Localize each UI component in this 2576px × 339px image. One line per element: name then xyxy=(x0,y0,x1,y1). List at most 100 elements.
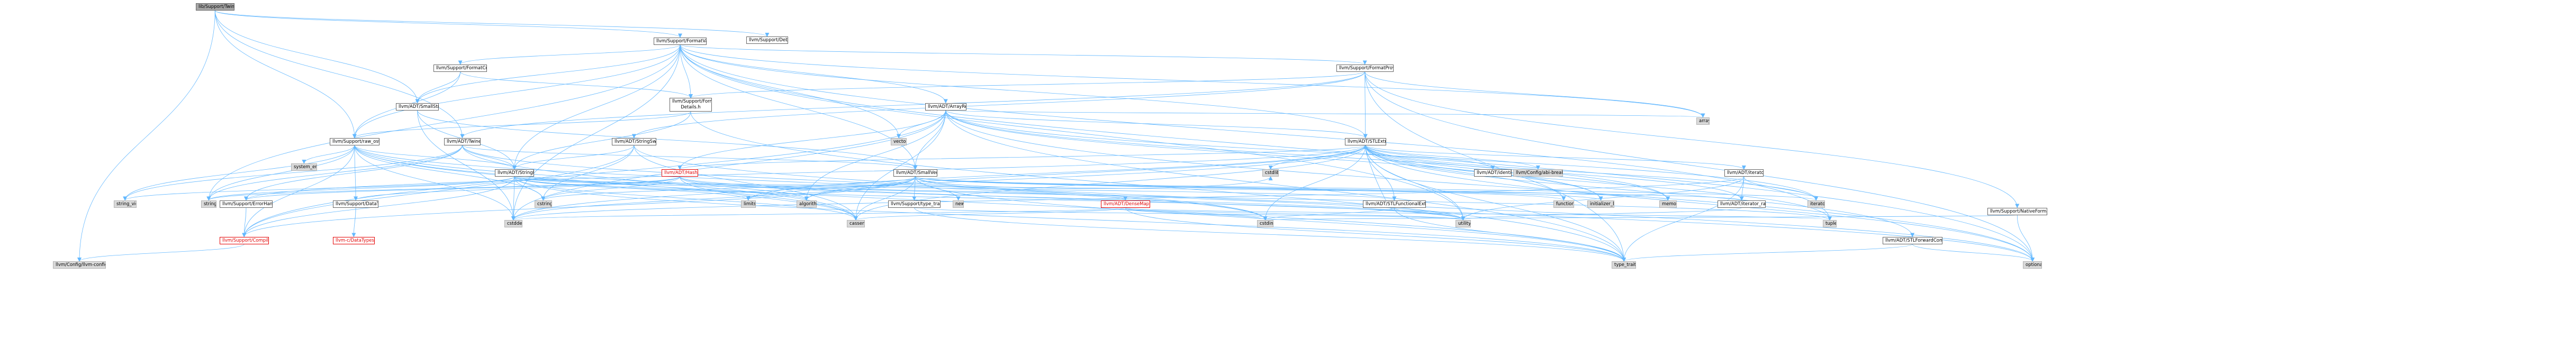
edge-fmtvariadic-to-stringref xyxy=(512,44,681,170)
edge-arrayref-to-type_traits xyxy=(945,110,1626,262)
node-system-error[interactable]: system_error xyxy=(291,163,317,171)
edge-rawostream-to-cstddef xyxy=(354,145,516,221)
node-new[interactable]: new xyxy=(953,200,964,208)
node-identity-h[interactable]: llvm/ADT/identity.h xyxy=(1474,169,1512,177)
node-string-ref-h[interactable]: llvm/ADT/StringRef.h xyxy=(495,169,534,177)
edge-adtiterator-to-utility xyxy=(1461,176,1745,221)
node-iterator-range-h[interactable]: llvm/ADT/iterator_range.h xyxy=(1718,200,1766,208)
node-data-types-h[interactable]: llvm/Support/DataTypes.h xyxy=(333,200,379,208)
node-limits[interactable]: limits xyxy=(741,200,756,208)
node-format-providers-h[interactable]: llvm/Support/FormatProviders.h xyxy=(1336,64,1394,72)
edge-nativeformatting-to-optional xyxy=(2017,215,2035,262)
edge-densemapinfo-to-type_traits xyxy=(1125,207,1626,262)
node-string-view[interactable]: string_view xyxy=(114,200,137,208)
edge-stlextras-to-cassert xyxy=(853,145,1366,221)
edge-twine-to-smallvector xyxy=(462,145,917,170)
node-cstdlib[interactable]: cstdlib xyxy=(1262,169,1279,177)
edge-fmtcommon-to-smallstring xyxy=(415,71,461,104)
node-cstddef[interactable]: cstddef xyxy=(504,220,522,227)
node-functional[interactable]: functional xyxy=(1553,200,1574,208)
node-string[interactable]: string xyxy=(201,200,216,208)
node-stl-functional-extras-h[interactable]: llvm/ADT/STLFunctionalExtras.h xyxy=(1363,200,1426,208)
edge-fmtvariadic-to-stlextras xyxy=(680,44,1368,139)
edge-datatypes-to-cdatatypes xyxy=(351,207,356,237)
edge-root-to-twine xyxy=(214,10,465,139)
node-support-type-traits-h[interactable]: llvm/Support/type_traits.h xyxy=(888,200,941,208)
edge-fmtvariadic-to-vector xyxy=(680,44,901,139)
edge-stringref-to-type_traits xyxy=(514,176,1626,262)
edge-fmtvardetails-to-stringref xyxy=(512,111,691,170)
edge-stlextras-to-stlforward xyxy=(1365,145,1915,237)
node-debug-h[interactable]: llvm/Support/Debug.h xyxy=(746,36,788,44)
node-utility[interactable]: utility xyxy=(1456,220,1471,227)
node-string-switch-h[interactable]: llvm/ADT/StringSwitch.h xyxy=(612,138,656,145)
edge-stlforward-to-type_traits xyxy=(1622,244,1913,262)
edge-rawostream-to-systemerror xyxy=(302,145,355,164)
edge-stlextras-to-identity xyxy=(1365,145,1495,170)
node-twine-h[interactable]: llvm/ADT/Twine.h xyxy=(444,138,481,145)
edge-rawostream-to-stringref xyxy=(354,145,517,170)
edge-adtiterator-to-cstddef xyxy=(511,176,1745,221)
edge-arrayref-to-vector xyxy=(897,110,946,139)
edge-fmtvariadic-to-rawostream xyxy=(352,44,681,139)
node-iterator[interactable]: iterator xyxy=(1807,200,1825,208)
edge-stlfunctional-to-cstdint xyxy=(1263,207,1395,221)
edge-arrayref-to-compiler xyxy=(242,110,946,237)
edge-arrayref-to-initlist xyxy=(945,110,1603,201)
node-raw-ostream-h[interactable]: llvm/Support/raw_ostream.h xyxy=(330,138,379,145)
edge-adtiterator-to-type_traits xyxy=(1622,176,1745,262)
edge-fmtproviders-to-stringswitch xyxy=(632,71,1366,139)
edge-stringswitch-to-cstring xyxy=(541,145,635,201)
node-llvm-c-data-types-h[interactable]: llvm-c/DataTypes.h xyxy=(333,236,375,244)
edge-typetraits_h-to-utility xyxy=(914,207,1465,221)
edge-hashing-to-algorithm xyxy=(679,176,809,201)
edge-rawostream-to-stringview xyxy=(123,145,355,201)
node-error-handling-h[interactable]: llvm/Support/ErrorHandling.h xyxy=(220,200,273,208)
edge-stlextras-to-functional xyxy=(1365,145,1566,201)
node-format-variadic-h[interactable]: llvm/Support/FormatVariadic.h xyxy=(654,37,707,45)
node-lib-support-twine-cpp[interactable]: lib/Support/Twine.cpp xyxy=(196,3,234,11)
node-stl-forward-compat-h[interactable]: llvm/ADT/STLForwardCompat.h xyxy=(1883,236,1942,244)
node-compiler-h[interactable]: llvm/Support/Compiler.h xyxy=(220,236,269,244)
node-format-common-h[interactable]: llvm/Support/FormatCommon.h xyxy=(433,64,487,72)
edge-root-to-llvmconfig xyxy=(77,10,215,262)
node-type-traits[interactable]: type_traits xyxy=(1612,261,1637,269)
node-algorithm[interactable]: algorithm xyxy=(797,200,817,208)
edge-hashing-to-utility xyxy=(679,176,1466,221)
edge-arrayref-to-cstddef xyxy=(511,110,946,221)
node-dense-map-info-h[interactable]: llvm/ADT/DenseMapInfo.h xyxy=(1101,200,1150,208)
edge-stringswitch-to-cassert xyxy=(634,145,858,221)
node-small-string-h[interactable]: llvm/ADT/SmallString.h xyxy=(396,103,439,111)
node-array-ref-h[interactable]: llvm/ADT/ArrayRef.h xyxy=(925,103,966,111)
node-cassert[interactable]: cassert xyxy=(847,220,865,227)
node-abi-breaking-h[interactable]: llvm/Config/abi-breaking.h xyxy=(1513,169,1563,177)
edge-fmtcommon-to-fmtvardetails xyxy=(460,71,693,98)
node-array[interactable]: array xyxy=(1696,117,1710,125)
node-small-vector-h[interactable]: llvm/ADT/SmallVector.h xyxy=(893,169,937,177)
node-stl-extras-h[interactable]: llvm/ADT/STLExtras.h xyxy=(1345,138,1386,145)
node-cstdint[interactable]: cstdint xyxy=(1257,220,1274,227)
edge-stringref-to-stringview xyxy=(123,176,515,201)
edge-arrayref-to-cassert xyxy=(853,110,946,221)
edge-smallvector-to-type_traits xyxy=(915,176,1626,262)
node-initializer-list[interactable]: initializer_list xyxy=(1587,200,1615,208)
node-llvm-config-h[interactable]: llvm/Config/llvm-config.h xyxy=(53,261,106,269)
node-memory[interactable]: memory xyxy=(1659,200,1677,208)
node-tuple[interactable]: tuple xyxy=(1823,220,1837,227)
node-vector[interactable]: vector xyxy=(891,138,907,145)
node-optional[interactable]: optional xyxy=(2023,261,2042,269)
edge-smallvector-to-typetraits_h xyxy=(912,176,917,201)
node-hashing-h[interactable]: llvm/ADT/Hashing.h xyxy=(662,169,698,177)
edge-hashing-to-datatypes xyxy=(354,176,680,201)
node-format-variadic-details-h[interactable]: llvm/Support/FormatVariadic Details.h xyxy=(670,98,712,112)
edge-fmtvariadic-to-arrayref xyxy=(680,44,948,104)
edge-hashing-to-cassert xyxy=(679,176,858,221)
node-cstring[interactable]: cstring xyxy=(535,200,552,208)
edge-arrayref-to-array xyxy=(945,110,1704,118)
node-adt-iterator-h[interactable]: llvm/ADT/iterator.h xyxy=(1724,169,1764,177)
edge-stlextras-to-utility xyxy=(1365,145,1466,221)
node-native-formatting-h[interactable]: llvm/Support/NativeFormatting.h xyxy=(1987,207,2047,215)
edge-compiler-to-llvmconfig xyxy=(77,244,245,262)
edge-nativeformatting-to-cstdint xyxy=(1264,215,2018,221)
edge-fmtvariadic-to-array xyxy=(680,44,1705,118)
